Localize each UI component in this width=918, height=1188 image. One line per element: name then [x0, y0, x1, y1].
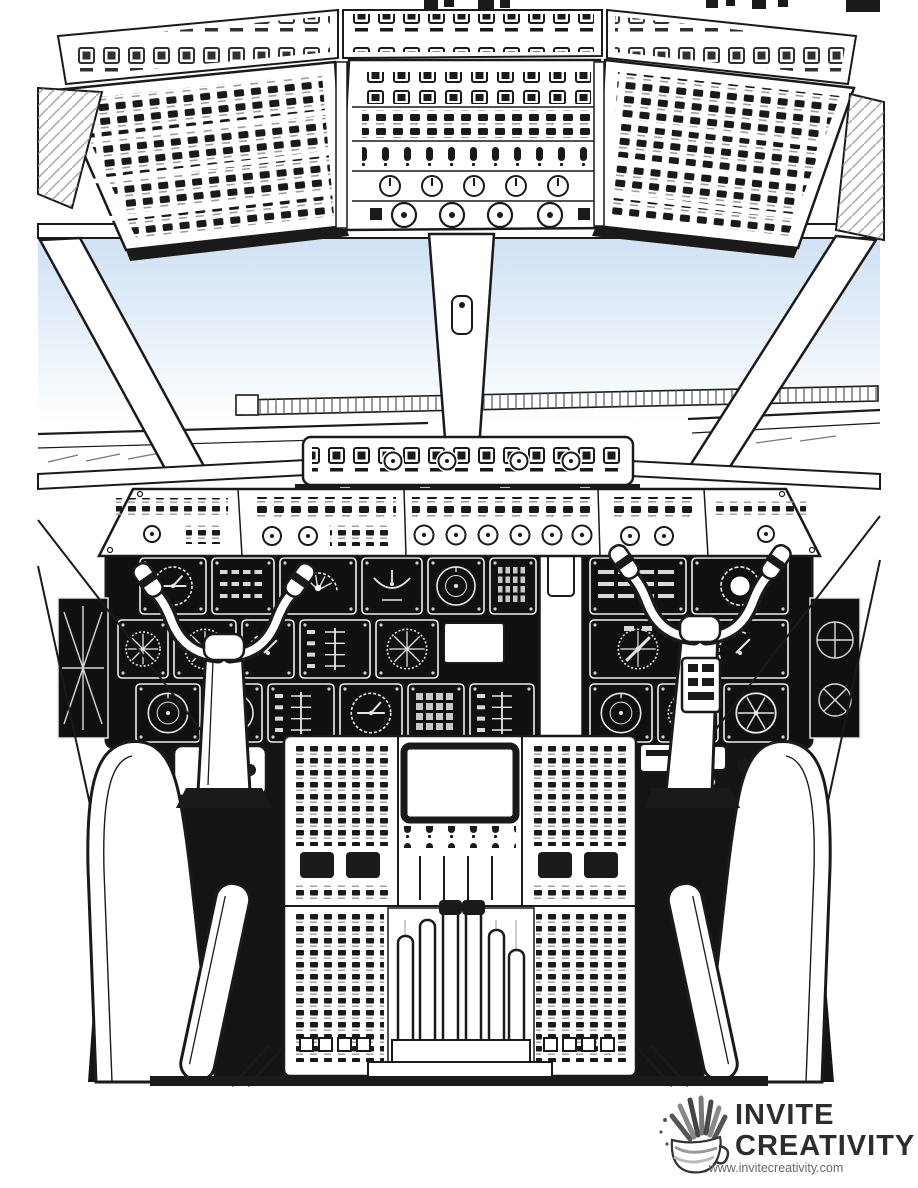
captain-seat	[86, 739, 252, 1084]
panel-screws	[106, 490, 816, 554]
overhead-right-panel	[592, 58, 856, 258]
instrument-dial	[589, 683, 653, 743]
cdu-screen	[346, 852, 380, 878]
instrument-ladder	[299, 619, 371, 679]
instrument-grid	[407, 683, 465, 743]
instrument-ladder	[267, 683, 335, 743]
overhead-center-panel	[338, 58, 612, 232]
cdu-screen	[300, 852, 334, 878]
post-handle	[451, 295, 473, 335]
first-officer-yoke	[608, 543, 792, 808]
instrument-compass	[375, 619, 439, 679]
rotary-knob-row	[379, 175, 569, 197]
overhead-left-panel	[54, 60, 349, 261]
fmc-display	[400, 742, 520, 900]
first-officer-seat	[666, 739, 832, 1084]
instrument-compass	[117, 619, 169, 679]
horizon-terminal-building	[235, 385, 879, 416]
instrument-blank	[443, 622, 505, 664]
instrument-dial	[135, 683, 201, 743]
center-windshield-post	[427, 232, 496, 466]
strip-knobs	[382, 450, 582, 472]
side-instrument-left	[57, 597, 109, 739]
floor-edge	[150, 1044, 768, 1088]
radio-panel-left	[292, 912, 384, 1062]
instrument-grid	[489, 557, 537, 615]
autopilot-knob-row	[413, 524, 593, 546]
yoke-hub	[678, 614, 722, 644]
throttle-lever	[462, 900, 485, 1048]
side-instrument-right	[809, 597, 861, 739]
panel-tab	[547, 553, 575, 597]
website-url: www.invitecreativity.com	[708, 1161, 844, 1175]
instrument-spokes	[723, 683, 789, 743]
yoke-hub	[202, 632, 246, 662]
instrument-att	[361, 557, 423, 615]
throttle-lever	[487, 920, 506, 1048]
glareshield	[37, 435, 881, 558]
throttle-lever	[418, 918, 437, 1048]
autopilot-panel	[96, 487, 823, 558]
throttle-quadrant	[387, 900, 535, 1065]
cdu-screen	[538, 852, 572, 878]
overhead-top-strip	[56, 0, 880, 86]
brand-line-2: CREATIVITY	[735, 1130, 915, 1162]
logo: INVITE CREATIVITY www.invitecreativity.c…	[659, 1095, 915, 1175]
yoke-boot	[644, 788, 740, 808]
windshield	[37, 223, 881, 478]
instrument-dial	[427, 557, 485, 615]
toggle-switch-row	[362, 144, 592, 168]
overhead-panel	[37, 0, 885, 261]
instrument-ladder	[469, 683, 535, 743]
brand-line-1: INVITE	[735, 1099, 834, 1131]
captain-yoke	[132, 561, 316, 808]
throttle-lever	[439, 900, 462, 1048]
radio-panel-right	[536, 912, 628, 1062]
pencil-cup-icon	[659, 1095, 730, 1174]
yoke-checklist-card	[680, 656, 722, 714]
cdu-screen	[584, 852, 618, 878]
pushbutton-row	[363, 72, 591, 104]
cdu-left	[292, 744, 390, 900]
switch-grid	[610, 72, 840, 236]
cdu-right	[530, 744, 628, 900]
center-pedestal	[282, 734, 638, 1081]
dial-row	[370, 201, 590, 229]
instrument-gauge	[339, 683, 403, 743]
cropped-panel-marks	[424, 0, 880, 12]
switch-grid	[70, 74, 334, 238]
yoke-boot	[176, 788, 272, 808]
instrument-rows	[211, 557, 275, 615]
throttle-lever	[396, 920, 415, 1048]
